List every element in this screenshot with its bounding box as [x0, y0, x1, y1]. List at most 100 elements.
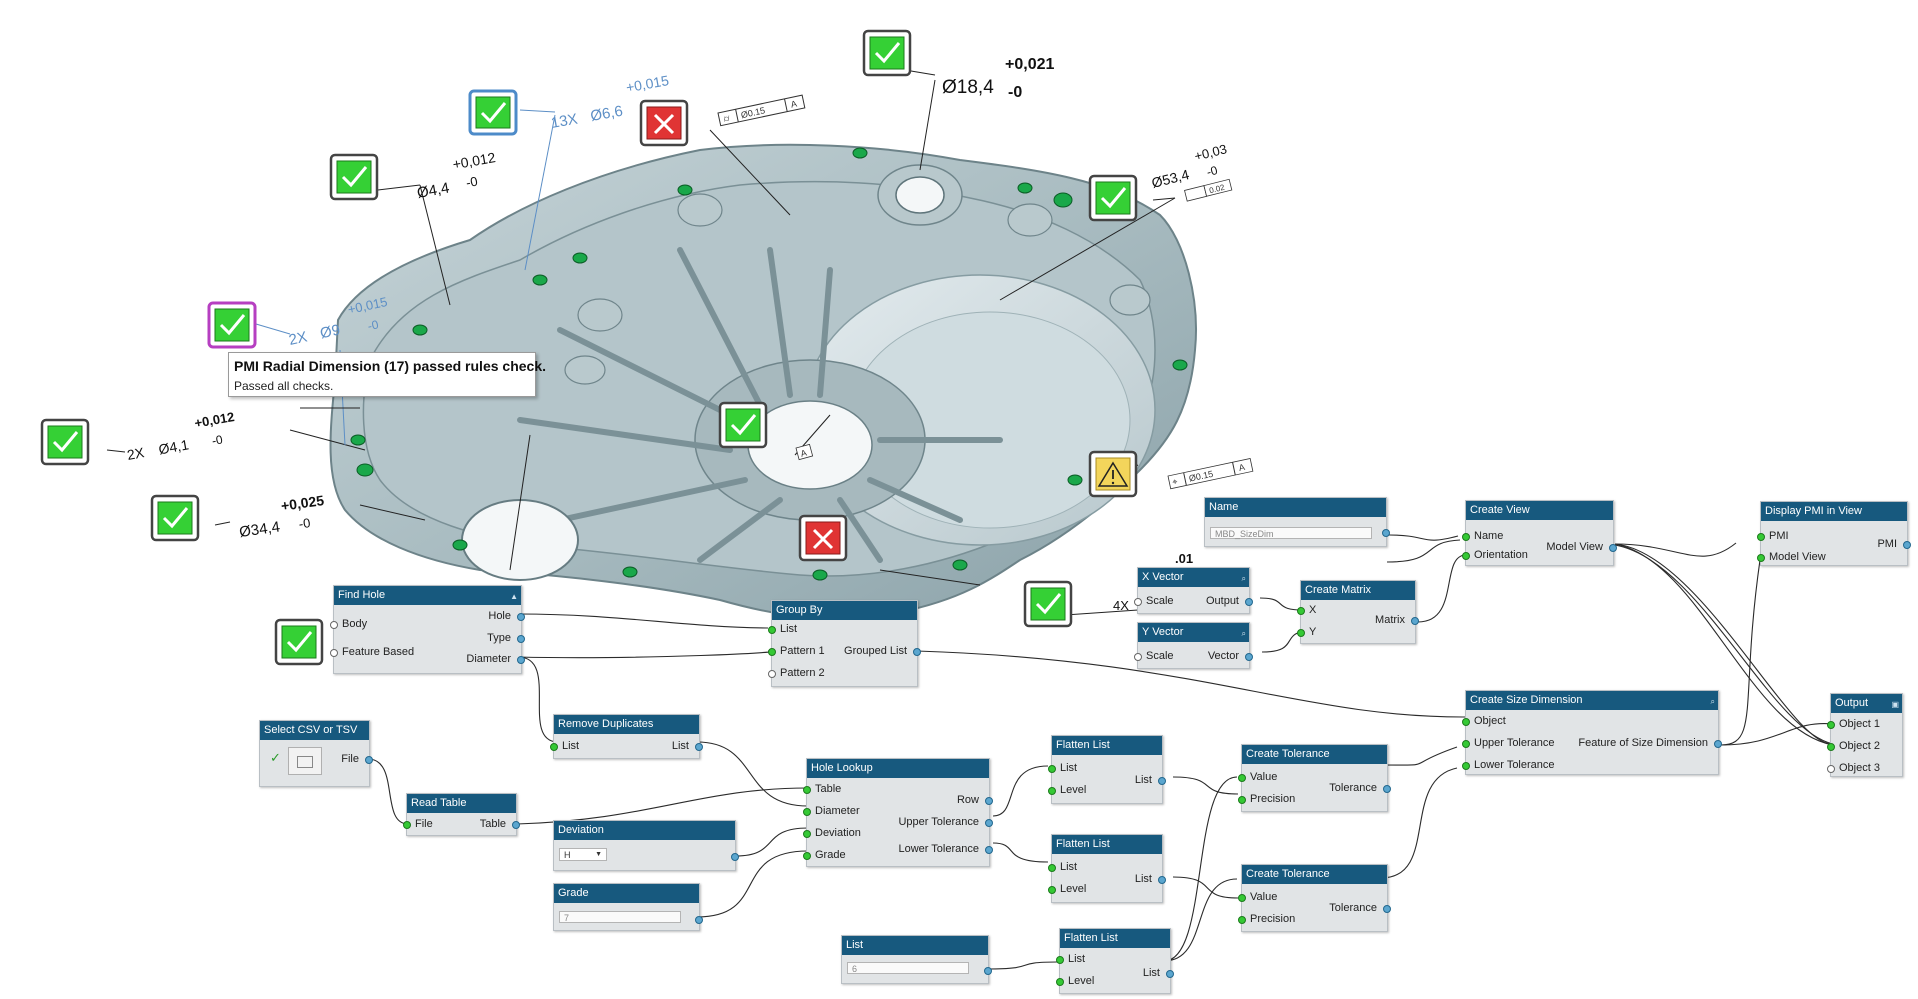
marker-center-pass[interactable] — [718, 401, 768, 449]
search-icon[interactable]: ⌕ — [1241, 629, 1246, 638]
port-level-dot[interactable] — [1056, 978, 1064, 986]
pmi-gdt-frame-top[interactable]: ⌭ Ø0.15 A — [717, 94, 806, 127]
node-header[interactable]: List — [842, 936, 988, 955]
port-scale-dot[interactable] — [1134, 598, 1142, 606]
node-header[interactable]: Read Table — [407, 794, 516, 813]
port-list-in-dot[interactable] — [1048, 864, 1056, 872]
pmi-dia-18-4[interactable]: Ø18,4 +0,021 -0 — [942, 56, 1054, 101]
node-name[interactable]: Name MBD_SizeDim — [1204, 497, 1390, 547]
marker-18-4-pass[interactable] — [862, 29, 912, 77]
port-y-dot[interactable] — [1297, 629, 1305, 637]
node-display-pmi[interactable]: Display PMI in View PMI Model View PMI — [1757, 501, 1911, 566]
node-header[interactable]: Flatten List — [1060, 929, 1170, 948]
port-list-out-dot[interactable] — [1166, 970, 1174, 978]
port-model-view-dot[interactable] — [1757, 554, 1765, 562]
marker-gdt-top-fail[interactable] — [639, 99, 689, 147]
node-flatten-list-1[interactable]: Flatten List List Level List — [1048, 735, 1166, 804]
port-deviation-out-dot[interactable] — [731, 853, 739, 861]
node-flatten-list-2[interactable]: Flatten List List Level List — [1048, 834, 1166, 903]
node-header[interactable]: Flatten List — [1052, 835, 1162, 854]
pmi-4x-tol[interactable]: .01 — [1175, 551, 1193, 566]
port-lower-tolerance-dot[interactable] — [985, 846, 993, 854]
port-vector-dot[interactable] — [1245, 653, 1253, 661]
deviation-select[interactable]: H▼ — [559, 848, 607, 861]
pmi-hole-2x-4-1[interactable]: 2X Ø4,1 +0,012 -0 — [122, 409, 238, 463]
port-diameter-dot[interactable] — [803, 808, 811, 816]
node-header[interactable]: Group By — [772, 601, 917, 620]
port-name-dot[interactable] — [1462, 533, 1470, 541]
port-precision-dot[interactable] — [1238, 916, 1246, 924]
port-body-dot[interactable] — [330, 621, 338, 629]
node-grade[interactable]: Grade 7 — [553, 883, 703, 931]
node-flatten-list-3[interactable]: Flatten List List Level List — [1056, 928, 1174, 994]
port-pmi-in-dot[interactable] — [1757, 533, 1765, 541]
pmi-dia-34-4[interactable]: Ø34,4 +0,025 -0 — [235, 492, 328, 541]
node-header[interactable]: Create Tolerance — [1242, 865, 1387, 884]
node-header[interactable]: Hole Lookup — [807, 759, 989, 778]
node-header[interactable]: Create Size Dimension⌕ — [1466, 691, 1718, 710]
search-icon[interactable]: ⌕ — [1241, 574, 1246, 583]
port-pattern1-dot[interactable] — [768, 648, 776, 656]
node-x-vector[interactable]: X Vector⌕ Scale Output — [1134, 567, 1253, 614]
port-scale-dot[interactable] — [1134, 653, 1142, 661]
node-header[interactable]: Flatten List — [1052, 736, 1162, 755]
node-hole-lookup[interactable]: Hole Lookup Table Diameter Deviation Gra… — [803, 758, 993, 867]
port-list-out-dot[interactable] — [1158, 777, 1166, 785]
port-file-dot[interactable] — [365, 756, 373, 764]
node-header[interactable]: Grade — [554, 884, 699, 903]
node-header[interactable]: Find Hole▲ — [334, 586, 521, 605]
node-output[interactable]: Output▣ Object 1 Object 2 Object 3 — [1827, 693, 1903, 777]
node-read-table[interactable]: Read Table File Table — [403, 793, 520, 836]
port-feature-based-dot[interactable] — [330, 649, 338, 657]
pmi-dia-4-4[interactable]: Ø4,4 +0,012 -0 — [412, 149, 501, 202]
browse-file-button[interactable] — [288, 747, 322, 775]
port-matrix-dot[interactable] — [1411, 617, 1419, 625]
port-list-dot[interactable] — [768, 626, 776, 634]
node-header[interactable]: Create Matrix — [1301, 581, 1415, 600]
port-tolerance-dot[interactable] — [1383, 785, 1391, 793]
port-object2-dot[interactable] — [1827, 743, 1835, 751]
port-hole-dot[interactable] — [517, 613, 525, 621]
port-model-view-dot[interactable] — [1609, 544, 1617, 552]
node-header[interactable]: Select CSV or TSV — [260, 721, 369, 740]
port-row-dot[interactable] — [985, 797, 993, 805]
pmi-hole-13x[interactable]: 13X Ø6,6 +0,015 — [546, 72, 674, 132]
node-header[interactable]: Y Vector⌕ — [1138, 623, 1249, 642]
marker-find-hole-pass[interactable] — [274, 618, 324, 666]
node-create-tolerance-2[interactable]: Create Tolerance Value Precision Toleran… — [1238, 864, 1391, 932]
node-header[interactable]: Remove Duplicates — [554, 715, 699, 734]
marker-2x-4-1-pass[interactable] — [40, 418, 90, 466]
port-name-out-dot[interactable] — [1382, 529, 1390, 537]
port-list-in-dot[interactable] — [1048, 765, 1056, 773]
port-upper-tolerance-dot[interactable] — [1462, 740, 1470, 748]
node-create-tolerance-1[interactable]: Create Tolerance Value Precision Toleran… — [1238, 744, 1391, 812]
port-list-out-dot[interactable] — [1158, 876, 1166, 884]
port-value-dot[interactable] — [1238, 774, 1246, 782]
export-icon[interactable]: ▣ — [1891, 700, 1899, 709]
node-remove-duplicates[interactable]: Remove Duplicates List List — [550, 714, 703, 759]
port-list-out-dot[interactable] — [695, 743, 703, 751]
marker-53-4-pass[interactable] — [1088, 174, 1138, 222]
pmi-4x-qty[interactable]: 4X — [1113, 598, 1129, 613]
port-orientation-dot[interactable] — [1462, 552, 1470, 560]
node-create-size-dimension[interactable]: Create Size Dimension⌕ Object Upper Tole… — [1462, 690, 1722, 775]
port-tolerance-dot[interactable] — [1383, 905, 1391, 913]
search-icon[interactable]: ⌕ — [1710, 697, 1715, 706]
port-fsd-dot[interactable] — [1714, 740, 1722, 748]
node-header[interactable]: Name — [1205, 498, 1386, 517]
port-grade-out-dot[interactable] — [695, 916, 703, 924]
port-table-dot[interactable] — [803, 786, 811, 794]
pmi-gdt-frame-right[interactable]: ⌖ Ø0.15 A — [1167, 458, 1254, 490]
node-select-csv[interactable]: Select CSV or TSV ✓ File — [259, 720, 373, 787]
port-type-dot[interactable] — [517, 635, 525, 643]
port-list-in-dot[interactable] — [550, 743, 558, 751]
port-table-dot[interactable] — [512, 821, 520, 829]
port-pmi-out-dot[interactable] — [1903, 541, 1911, 549]
port-file-dot[interactable] — [403, 821, 411, 829]
port-object1-dot[interactable] — [1827, 721, 1835, 729]
node-header[interactable]: Output▣ — [1831, 694, 1902, 713]
node-create-matrix[interactable]: Create Matrix X Y Matrix — [1297, 580, 1419, 644]
port-value-dot[interactable] — [1238, 894, 1246, 902]
port-diameter-dot[interactable] — [517, 656, 525, 664]
